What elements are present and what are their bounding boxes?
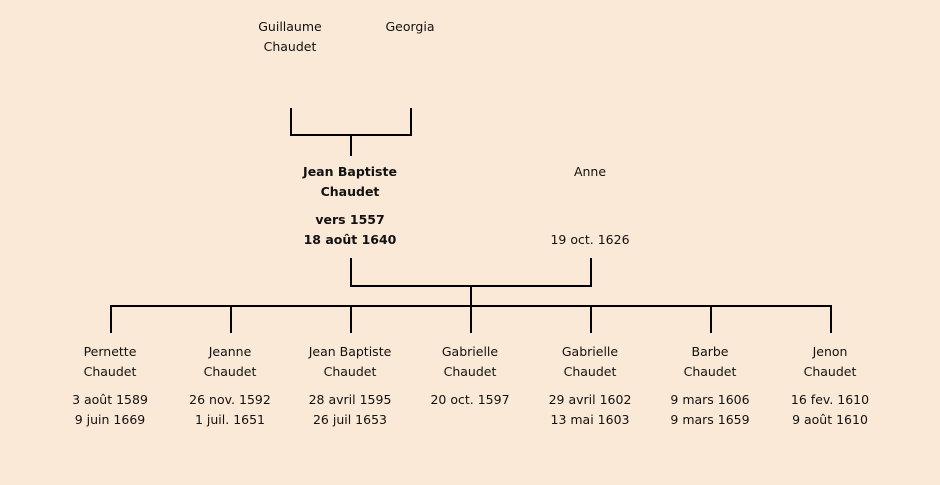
- last-name: Chaudet: [803, 364, 857, 379]
- first-name: Gabrielle: [561, 344, 619, 359]
- last-name: Chaudet: [683, 364, 737, 379]
- grandmother-node[interactable]: Georgia: [350, 17, 470, 37]
- death-date: 26 juil 1653: [312, 412, 387, 427]
- last-name: Chaudet: [83, 364, 137, 379]
- connector-line: [470, 285, 472, 306]
- connector-line: [410, 108, 412, 136]
- first-name: Barbe: [691, 344, 729, 359]
- death-date: 9 août 1610: [792, 412, 868, 427]
- connector-line: [590, 258, 592, 287]
- first-name: Guillaume: [258, 19, 322, 34]
- death-date: [410, 410, 530, 430]
- death-date: 18 août 1640: [303, 232, 397, 247]
- last-name: [530, 182, 650, 202]
- connector-line: [350, 134, 352, 156]
- birth-date: [530, 210, 650, 230]
- death-date: 9 juin 1669: [74, 412, 146, 427]
- connector-line: [710, 305, 712, 333]
- last-name: Chaudet: [443, 364, 497, 379]
- birth-date: 28 avril 1595: [308, 392, 392, 407]
- connector-line: [230, 305, 232, 333]
- connector-line: [350, 305, 352, 333]
- birth-date: 29 avril 1602: [548, 392, 632, 407]
- first-name: Georgia: [385, 19, 435, 34]
- connector-line: [290, 108, 292, 136]
- first-name: Anne: [573, 164, 607, 179]
- first-name: Pernette: [83, 344, 137, 359]
- death-date: 1 juil. 1651: [194, 412, 266, 427]
- connector-line: [110, 305, 112, 333]
- connector-line: [350, 258, 352, 287]
- grandfather-node[interactable]: Guillaume Chaudet: [230, 17, 350, 57]
- first-name: Jenon: [812, 344, 848, 359]
- death-date: 19 oct. 1626: [550, 232, 630, 247]
- first-name: Jean Baptiste: [303, 164, 397, 179]
- death-date: 13 mai 1603: [550, 412, 630, 427]
- last-name: Chaudet: [203, 364, 257, 379]
- last-name: Chaudet: [320, 184, 380, 199]
- mother-node[interactable]: Anne 19 oct. 1626: [530, 162, 650, 250]
- father-node[interactable]: Jean Baptiste Chaudet vers 1557 18 août …: [290, 162, 410, 250]
- first-name: Jean Baptiste: [308, 344, 392, 359]
- birth-date: 20 oct. 1597: [430, 392, 510, 407]
- birth-date: 16 fev. 1610: [790, 392, 870, 407]
- birth-date: 3 août 1589: [72, 392, 148, 407]
- last-name: Chaudet: [563, 364, 617, 379]
- birth-date: vers 1557: [315, 212, 385, 227]
- first-name: Gabrielle: [441, 344, 499, 359]
- last-name: Chaudet: [323, 364, 377, 379]
- connector-line: [590, 305, 592, 333]
- first-name: Jeanne: [208, 344, 252, 359]
- last-name: Chaudet: [263, 39, 317, 54]
- connector-line: [830, 305, 832, 333]
- birth-date: 26 nov. 1592: [189, 392, 271, 407]
- death-date: 9 mars 1659: [670, 412, 750, 427]
- birth-date: 9 mars 1606: [670, 392, 750, 407]
- connector-line: [470, 305, 472, 333]
